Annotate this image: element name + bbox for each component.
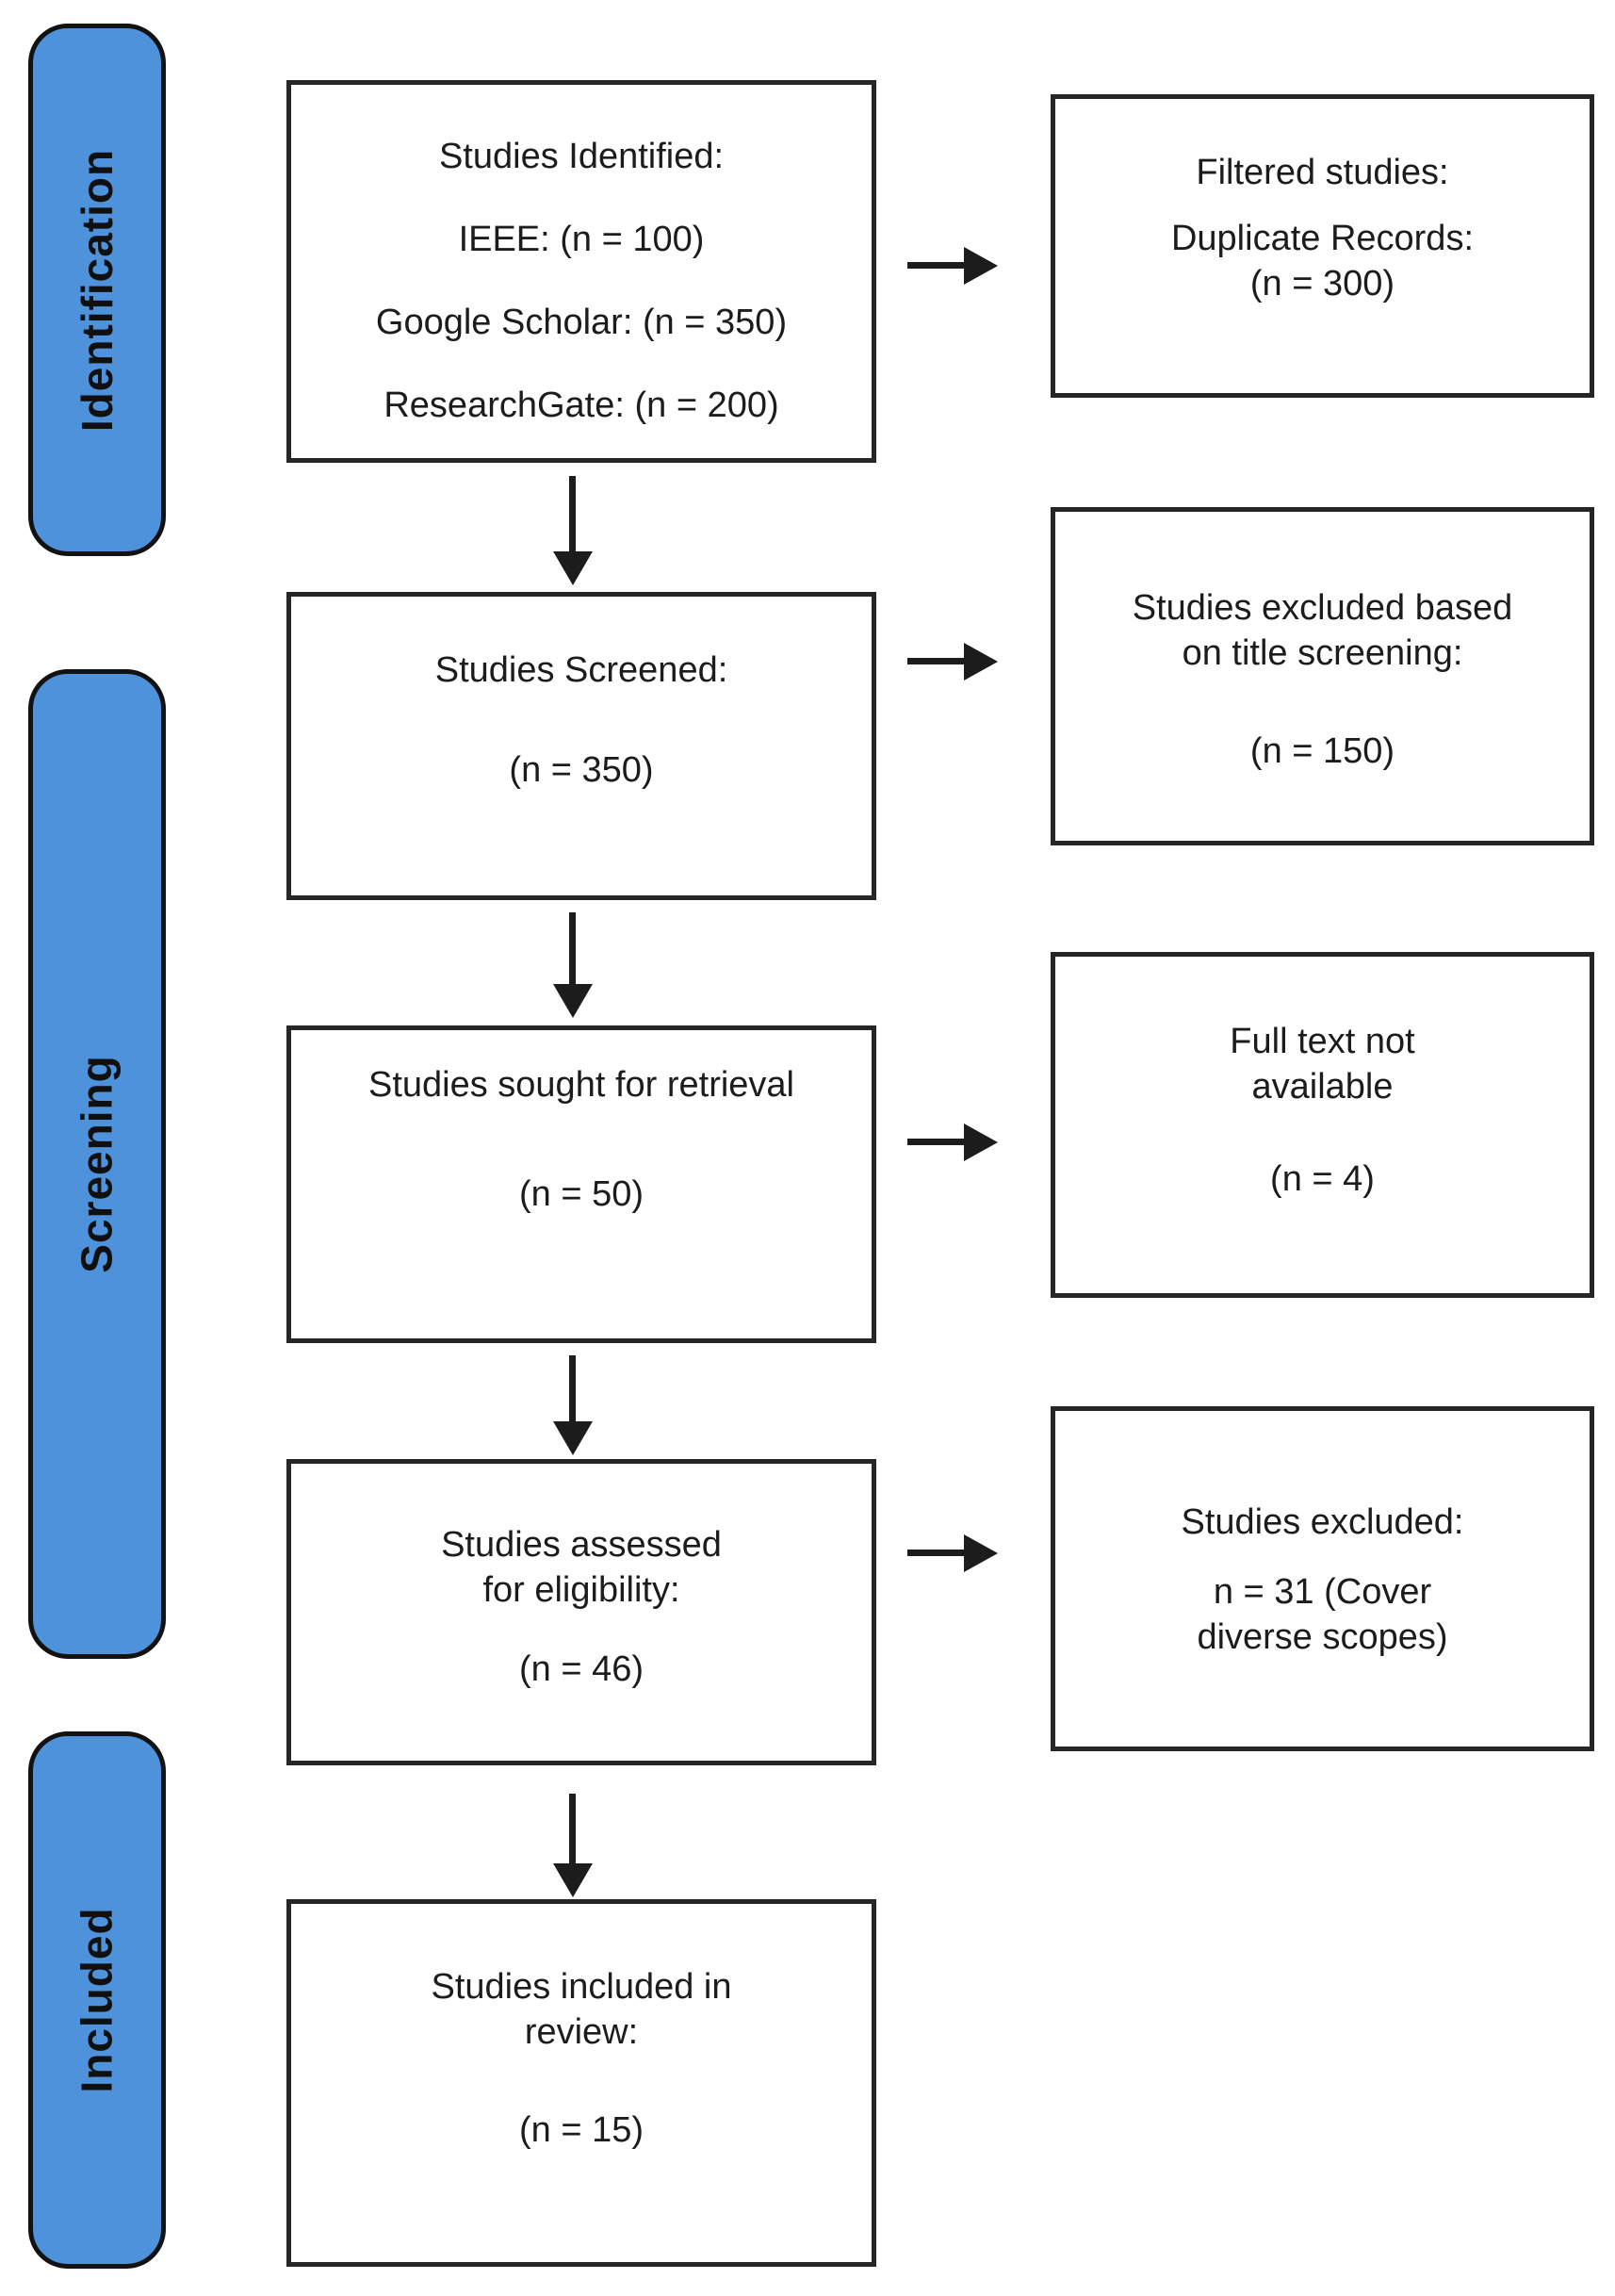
studies-screened-count: (n = 350) [509,750,654,790]
arrow-head-right-icon [964,247,998,285]
box-studies-screened: Studies Screened: (n = 350) [286,592,876,900]
box-filtered-studies: Filtered studies: Duplicate Records: (n =… [1051,94,1594,398]
fulltext-line2: available [1251,1067,1394,1107]
studies-assessed-title-line1: Studies assessed [441,1525,722,1565]
stage-included: Included [28,1731,166,2269]
studies-identified-title: Studies Identified: [438,137,725,176]
box-excluded-title-screening: Studies excluded based on title screening… [1051,507,1594,845]
arrow-head-down-icon [553,551,593,585]
excluded-title-screening-text: Studies excluded based on title screening… [1133,585,1513,676]
fulltext-line1: Full text not [1230,1022,1415,1061]
box-studies-sought-retrieval: Studies sought for retrieval (n = 50) [286,1025,876,1343]
source-ieee: IEEE: (n = 100) [458,220,705,259]
arrow-head-down-icon [553,984,593,1018]
studies-included-title-line2: review: [524,2012,639,2052]
box-fulltext-not-available: Full text not available (n = 4) [1051,952,1594,1298]
arrow-head-right-icon [964,1123,998,1161]
stage-screening: Screening [28,669,166,1659]
source-google-scholar: Google Scholar: (n = 350) [375,303,788,342]
excluded-title-screening-line2: on title screening: [1182,633,1463,673]
arrow-shaft [907,1139,964,1145]
arrow-shaft [569,1355,576,1421]
duplicate-records-line: Duplicate Records: [1170,219,1475,258]
duplicate-records-count: (n = 300) [1249,264,1395,303]
arrow-shaft [569,912,576,984]
filtered-studies-detail: Duplicate Records: (n = 300) [1171,216,1474,306]
studies-included-count: (n = 15) [518,2110,644,2150]
arrow-shaft [907,262,964,269]
studies-assessed-title: Studies assessed for eligibility: [441,1522,722,1613]
studies-excluded-line2: diverse scopes) [1197,1617,1448,1657]
studies-screened-title: Studies Screened: [434,650,728,690]
arrow-head-right-icon [964,643,998,681]
box-studies-assessed: Studies assessed for eligibility: (n = 46… [286,1459,876,1765]
arrow-head-down-icon [553,1863,593,1897]
stage-screening-label: Screening [73,1055,122,1273]
excluded-title-screening-line1: Studies excluded based [1132,588,1513,628]
studies-sought-count: (n = 50) [518,1174,644,1214]
studies-assessed-count: (n = 46) [518,1649,644,1689]
arrow-shaft [907,658,964,664]
arrow-head-right-icon [964,1534,998,1572]
box-studies-included: Studies included in review: (n = 15) [286,1899,876,2267]
studies-excluded-detail: n = 31 (Cover diverse scopes) [1197,1569,1447,1660]
arrow-shaft [569,1794,576,1863]
excluded-title-screening-count: (n = 150) [1249,731,1395,771]
fulltext-count: (n = 4) [1270,1159,1375,1199]
studies-excluded-line1: n = 31 (Cover [1213,1572,1432,1612]
box-studies-excluded: Studies excluded: n = 31 (Cover diverse s… [1051,1406,1594,1751]
studies-included-title: Studies included in review: [432,1964,732,2055]
fulltext-not-available-text: Full text not available [1230,1019,1414,1109]
studies-included-title-line1: Studies included in [431,1967,732,2007]
stage-identification: Identification [28,24,166,556]
box-studies-identified: Studies Identified: IEEE: (n = 100) Goog… [286,80,876,463]
studies-excluded-title: Studies excluded: [1181,1502,1464,1542]
arrow-head-down-icon [553,1421,593,1455]
stage-identification-label: Identification [73,148,122,432]
stage-included-label: Included [73,1907,122,2093]
source-researchgate: ResearchGate: (n = 200) [383,385,779,425]
filtered-studies-title: Filtered studies: [1196,153,1449,192]
studies-sought-title: Studies sought for retrieval [367,1065,794,1105]
arrow-shaft [907,1550,964,1556]
studies-assessed-title-line2: for eligibility: [482,1570,680,1610]
arrow-shaft [569,476,576,551]
